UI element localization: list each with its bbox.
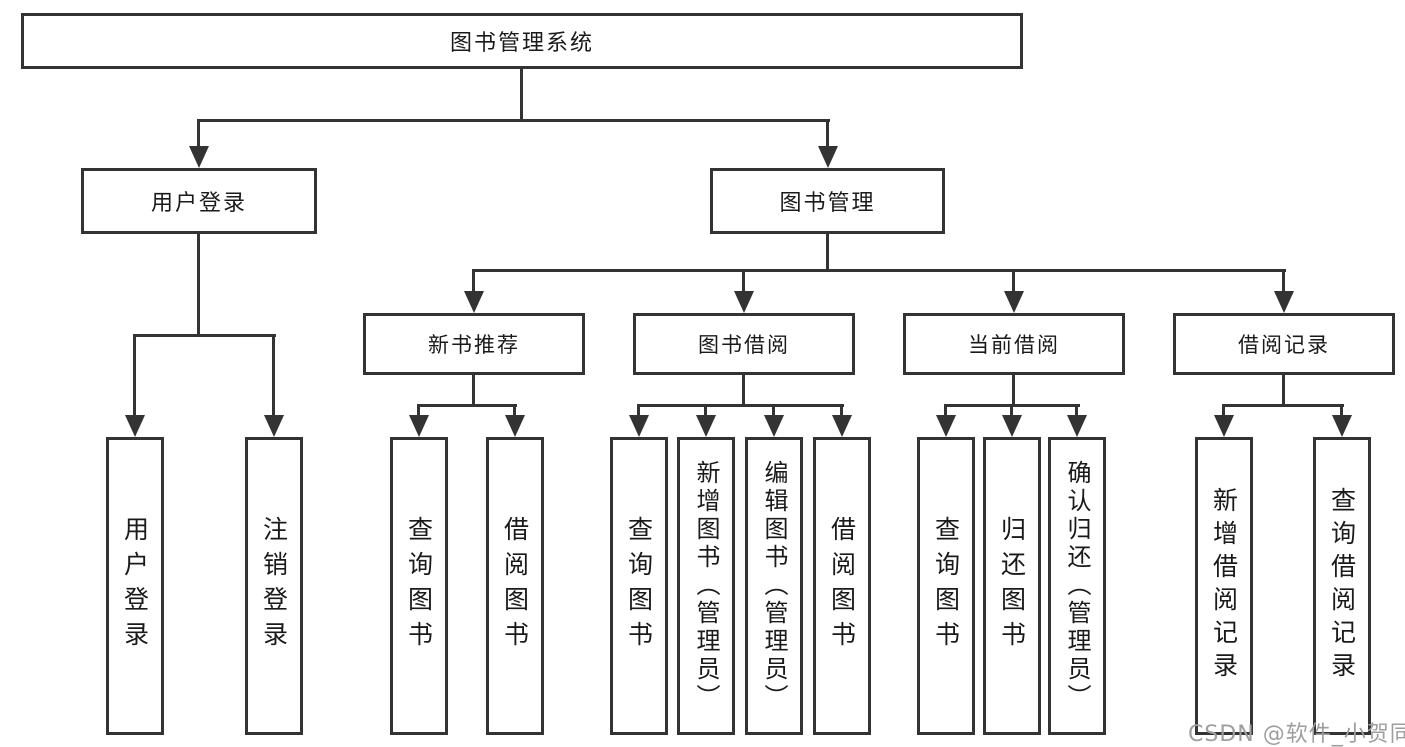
leaf-label: 归还图书 [997,516,1027,656]
node-book-management: 图书管理 [710,168,945,234]
connector-leaf-drop [272,334,275,420]
node-root-system: 图书管理系统 [21,13,1023,69]
arrow-down-icon [1214,415,1234,437]
arrow-down-icon [264,415,284,437]
connector-root-stem [520,69,523,121]
arrow-down-icon [936,415,956,437]
leaf-label: 编辑图书（管理员） [760,460,788,712]
leaf-record-add: 新增借阅记录 [1195,437,1253,735]
node-label: 图书借阅 [698,333,790,357]
leaf-borrow-edit-admin: 编辑图书（管理员） [745,437,803,735]
connector-book-mgmt-stem [826,234,829,272]
connector-lvl3-drop [472,269,475,297]
connector-lvl3-drop [1012,269,1015,297]
arrow-down-icon [125,415,145,437]
connector-leaf-drop [772,404,775,418]
connector-leaf-drop [513,404,516,418]
connector-leaf-drop [637,404,640,418]
leaf-user-login: 用户登录 [106,437,164,735]
node-new-book-recommend: 新书推荐 [363,313,585,375]
node-label: 借阅记录 [1238,333,1330,357]
connector-newbook-stem [472,374,475,407]
leaf-label: 用户登录 [120,516,150,656]
leaf-label: 借阅图书 [500,516,530,656]
arrow-down-icon [464,291,484,313]
arrow-down-icon [629,415,649,437]
arrow-down-icon [696,415,716,437]
connector-lvl3-drop [742,269,745,297]
arrow-down-icon [409,415,429,437]
connector-leaf-drop [1340,404,1343,418]
arrow-down-icon [1004,291,1024,313]
connector-leaf-drop [133,334,136,420]
node-root-label: 图书管理系统 [449,31,594,56]
leaf-label: 注销登录 [259,516,289,656]
arrow-down-icon [189,146,209,168]
leaf-label: 查询借阅记录 [1327,487,1357,685]
leaf-record-query: 查询借阅记录 [1313,437,1371,735]
connector-book-mgmt-drop [826,119,829,151]
connector-newbook-bar [417,404,517,407]
connector-leaf-drop [417,404,420,418]
node-user-login: 用户登录 [81,168,317,234]
connector-leaf-drop [1075,404,1078,418]
leaf-borrow-borrow: 借阅图书 [813,437,871,735]
leaf-label: 查询图书 [404,516,434,656]
arrow-down-icon [734,291,754,313]
connector-bookborrow-bar [637,404,844,407]
node-label: 图书管理 [779,191,876,216]
node-book-borrow: 图书借阅 [633,313,855,375]
node-label: 当前借阅 [968,333,1060,357]
leaf-newbook-borrow: 借阅图书 [486,437,544,735]
csdn-watermark: CSDN @软件_小贺同学 [1188,722,1405,747]
arrow-down-icon [505,415,525,437]
connector-book-mgmt-bar [472,269,1286,272]
leaf-current-confirm-admin: 确认归还（管理员） [1048,437,1106,735]
connector-user-login-drop [197,119,200,151]
arrow-down-icon [832,415,852,437]
leaf-current-query: 查询图书 [917,437,975,735]
connector-currentborrow-stem [1012,374,1015,407]
node-current-borrow: 当前借阅 [903,313,1125,375]
connector-leaf-drop [1222,404,1225,418]
arrow-down-icon [1332,415,1352,437]
leaf-label: 新增图书（管理员） [692,460,720,712]
leaf-label: 查询图书 [931,516,961,656]
connector-borrowrecord-bar [1222,404,1344,407]
node-borrow-records: 借阅记录 [1173,313,1395,375]
connector-leaf-drop [944,404,947,418]
leaf-logout: 注销登录 [245,437,303,735]
leaf-label: 借阅图书 [827,516,857,656]
leaf-label: 确认归还（管理员） [1063,460,1091,712]
leaf-label: 查询图书 [624,516,654,656]
leaf-label: 新增借阅记录 [1209,487,1239,685]
node-label: 用户登录 [150,191,247,216]
arrow-down-icon [1067,415,1087,437]
leaf-borrow-add-admin: 新增图书（管理员） [677,437,735,735]
connector-user-login-stem [197,233,200,337]
arrow-down-icon [818,146,838,168]
leaf-borrow-query: 查询图书 [610,437,668,735]
arrow-down-icon [1002,415,1022,437]
node-label: 新书推荐 [428,333,520,357]
arrow-down-icon [1274,291,1294,313]
connector-lvl3-drop [1282,269,1285,297]
connector-leaf-drop [704,404,707,418]
connector-leaf-drop [840,404,843,418]
arrow-down-icon [764,415,784,437]
connector-bookborrow-stem [742,374,745,407]
connector-user-login-bar [133,334,276,337]
connector-root-bar [197,119,830,122]
connector-borrowrecord-stem [1282,374,1285,407]
leaf-current-return: 归还图书 [983,437,1041,735]
connector-leaf-drop [1010,404,1013,418]
leaf-newbook-query: 查询图书 [390,437,448,735]
